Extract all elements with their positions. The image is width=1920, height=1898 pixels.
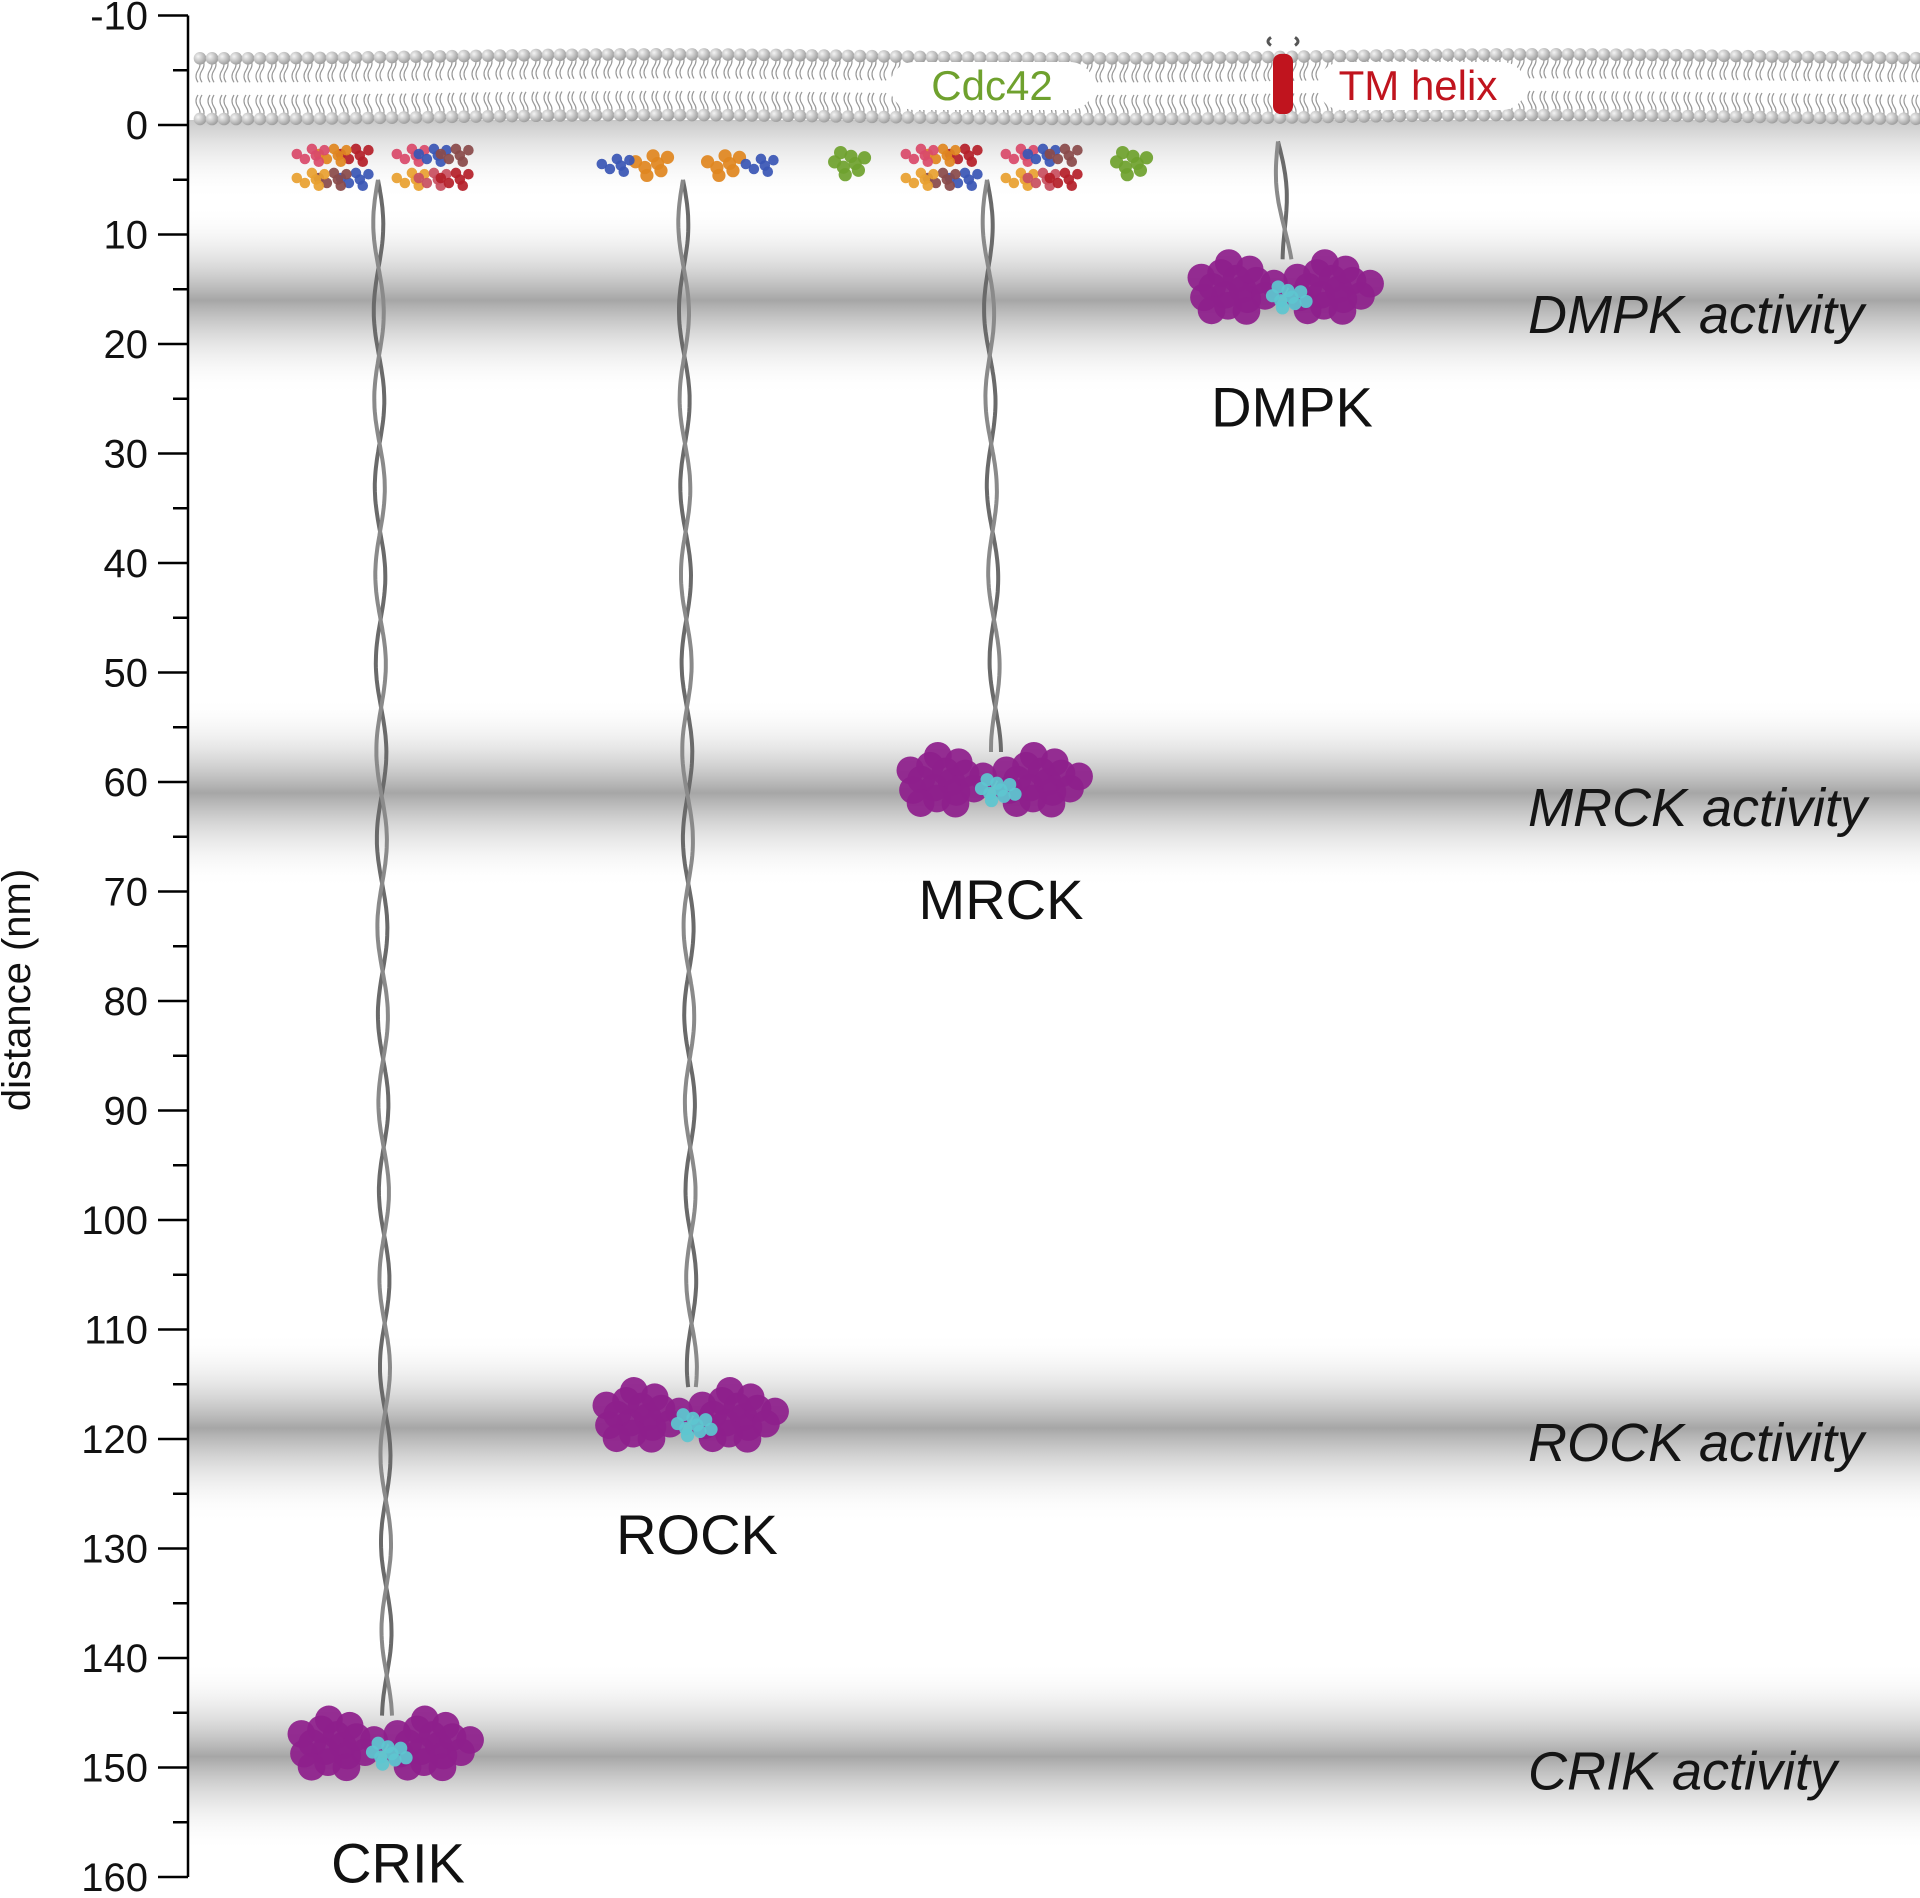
axis-tick-label: 50 — [104, 652, 149, 696]
axis-tick-label: 110 — [84, 1309, 148, 1353]
cdc42-protein — [828, 145, 872, 182]
coiled-coil-rock — [676, 179, 699, 1388]
anchor-subdomain — [335, 167, 374, 191]
activity-label-2: ROCK activity — [1528, 1413, 1867, 1473]
anchor-subdomain — [291, 167, 330, 191]
kinase-domain-crik — [287, 1705, 484, 1782]
kinase-core — [974, 773, 1022, 808]
anchor-subdomain — [700, 149, 747, 183]
activity-band-2 — [188, 1333, 1920, 1524]
anchor-subdomain — [435, 167, 474, 191]
membrane-binding-domains — [291, 36, 1300, 191]
axis-tick-label: 120 — [81, 1418, 148, 1462]
anchor-subdomain — [1044, 143, 1083, 167]
anchor-subdomain — [900, 167, 939, 191]
axis-tick-label: 90 — [104, 1090, 149, 1134]
activity-band-3 — [188, 1661, 1920, 1852]
axis-tick-label: 70 — [104, 871, 149, 915]
kinase-core — [365, 1736, 413, 1771]
kinase-labels: CRIK ROCK MRCK DMPK — [331, 375, 1373, 1894]
cdc42-label: Cdc42 — [931, 62, 1052, 109]
anchor-subdomain — [391, 167, 430, 191]
activity-label-3: CRIK activity — [1528, 1742, 1840, 1802]
kinase-lobe-left — [896, 741, 997, 818]
anchor-subdomain — [900, 143, 939, 167]
lipid-heads — [193, 48, 1920, 126]
cdc42-label-box — [890, 62, 1094, 110]
anchor-subdomain — [596, 153, 635, 177]
anchor-subdomain — [291, 143, 330, 167]
kinase-label-rock: ROCK — [616, 1503, 778, 1566]
coiled-coil-dmpk — [1273, 140, 1294, 260]
anchor-subdomain — [1044, 167, 1083, 191]
axis-tick-label: 150 — [81, 1747, 148, 1791]
coiled-coil-stalks — [371, 140, 1294, 1716]
axis-label: distance (nm) — [0, 869, 39, 1111]
kinase-domain-rock — [592, 1377, 789, 1453]
axis-tick-label: 80 — [104, 980, 149, 1024]
axis-tick-label: 160 — [81, 1856, 148, 1898]
kinase-domain-dmpk — [1187, 249, 1384, 325]
anchor-subdomain — [435, 143, 474, 167]
axis-tick-label: 40 — [104, 542, 149, 586]
axis-tick-label: -10 — [90, 0, 148, 39]
kinase-domain-mrck — [896, 741, 1093, 818]
distance-axis: -10 0 10 20 30 40 50 60 70 80 90 100 110 120 130 140 150… — [0, 0, 190, 1898]
axis-tick-label: 10 — [104, 214, 149, 258]
kinase-label-dmpk: DMPK — [1211, 375, 1373, 438]
anchor-subdomain — [740, 153, 779, 177]
kinase-lobe-right — [1283, 249, 1384, 325]
kinase-lobe-left — [592, 1377, 693, 1453]
axis-tick-label: 0 — [126, 104, 148, 148]
cdc42-protein — [1110, 145, 1154, 182]
kinase-core — [670, 1408, 718, 1443]
tm-helix-linker — [1266, 36, 1300, 47]
coiled-coil-mrck — [980, 179, 1003, 753]
axis-tick-label: 140 — [81, 1637, 148, 1681]
tm-helix-label: TM helix — [1339, 62, 1498, 109]
kinase-label-crik: CRIK — [331, 1832, 465, 1895]
axis-tick-label: 30 — [104, 433, 149, 477]
axis-tick-label: 130 — [81, 1528, 148, 1572]
axis-tick-label: 20 — [104, 323, 149, 367]
kinase-domains — [287, 249, 1384, 1782]
tm-helix — [1273, 53, 1293, 115]
axis-tick-label: 100 — [81, 1199, 148, 1243]
axis-tick-label: 60 — [104, 761, 149, 805]
activity-band-0 — [188, 205, 1920, 396]
activity-label-0: DMPK activity — [1528, 285, 1867, 345]
kinase-label-mrck: MRCK — [919, 868, 1084, 931]
tm-helix-label-box — [1318, 62, 1526, 110]
activity-band-shading — [188, 120, 1920, 1852]
kinase-lobe-right — [992, 741, 1093, 818]
kinase-core — [1265, 280, 1313, 315]
coiled-coil-crik — [371, 179, 394, 1716]
activity-label-1: MRCK activity — [1528, 778, 1870, 838]
